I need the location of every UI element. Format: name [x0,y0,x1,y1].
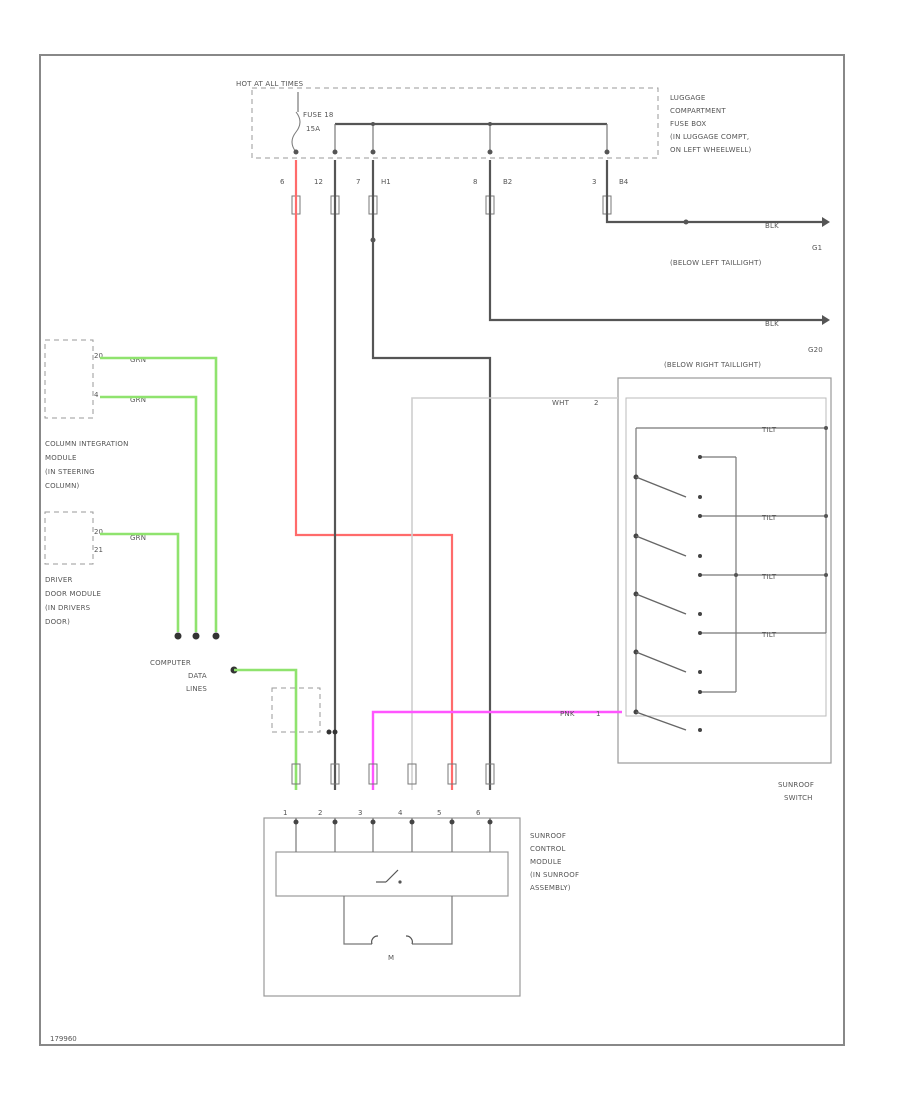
sunroof-switch: TILT TILT TILT TILT SUNROOF SWITCH [617,377,832,802]
pink-wire-pin: 1 [596,710,600,718]
motor-label: M [388,954,394,962]
cim-wire-color: GRN [130,396,146,404]
tilt-label: TILT [761,426,777,434]
green-wire-data-line [234,668,298,790]
control-module-desc-3: MODULE [530,858,562,866]
fuse-box-desc-2: COMPARTMENT [670,107,726,115]
column-integration-module: 20 4 GRN GRN COLUMN INTEGRATION MODULE (… [44,339,146,490]
green-wire-cim-4 [100,395,198,632]
data-lines-desc-3: LINES [186,685,207,693]
module-pin: 4 [398,809,403,817]
ground-g1-desc: (BELOW LEFT TAILLIGHT) [670,259,762,267]
fuse-pin-label: 7 [356,178,360,186]
fuse-pin-label: 12 [314,178,323,186]
cim-pin: 4 [94,391,99,399]
ground-arrow-icon [822,217,830,227]
control-module-desc-4: (IN SUNROOF [530,871,579,879]
control-module-desc-2: CONTROL [530,845,566,853]
control-module-outline [263,817,521,997]
cim-pin: 20 [94,352,103,360]
ground-g20-label: G20 [808,346,823,354]
cim-outline [44,339,94,419]
fuse-box-desc-3: FUSE BOX [670,120,706,128]
ddm-desc-2: DOOR MODULE [45,590,101,598]
fuse-pin-labels: 6 12 7 H1 8 B2 3 B4 [280,178,629,186]
fuse-rating: 15A [306,125,320,133]
sunroof-switch-outline [617,377,832,764]
sunroof-control-module: 1 2 3 4 5 6 M SUNROOF CONTROL MODULE (IN… [263,809,579,997]
green-wire-cim-20 [100,356,218,632]
intermediate-connector [271,687,321,733]
control-module-desc-1: SUNROOF [530,832,566,840]
green-wire-ddm-20 [100,532,180,632]
fuse-pin-label: B4 [619,178,629,186]
fuse-pin-label: 6 [280,178,285,186]
fuse-box-desc-1: LUGGAGE [670,94,705,102]
sunroof-switch-desc-1: SUNROOF [778,781,814,789]
ground-wire-g1 [605,160,822,224]
diagram-code: 179960 [50,1035,77,1043]
cim-desc-2: MODULE [45,454,77,462]
ground-g1-label: G1 [812,244,822,252]
ddm-pin: 20 [94,528,103,536]
white-wire-color: WHT [552,399,570,407]
fuse-pin-label: B2 [503,178,512,186]
data-lines-desc-1: COMPUTER [150,659,191,667]
fuse-box-outline [251,87,659,159]
control-module-inner [275,851,509,897]
internal-switch-icon [376,869,402,884]
red-wire [294,160,454,790]
module-connector-stubs [291,763,495,785]
black-wire-pin7 [371,160,492,790]
driver-door-module: 20 21 GRN DRIVER DOOR MODULE (IN DRIVERS… [44,511,146,626]
module-pin: 6 [476,809,481,817]
module-pin: 5 [437,809,441,817]
cim-desc-4: COLUMN) [45,482,80,490]
fuse-box-desc-5: ON LEFT WHEELWELL) [670,146,752,154]
tilt-label: TILT [761,514,777,522]
ddm-outline [44,511,94,565]
ground-g20-desc: (BELOW RIGHT TAILLIGHT) [664,361,761,369]
data-lines-desc-2: DATA [188,672,207,680]
ground-arrow-icon [822,315,830,325]
pink-wire [371,710,622,790]
diagram-frame [39,54,845,1046]
module-pin: 1 [283,809,287,817]
fuse-feed-label: HOT AT ALL TIMES [236,80,304,88]
ground-wire-color: BLK [765,222,779,230]
motor-icon: M [371,935,413,962]
cim-wire-color: GRN [130,356,146,364]
module-pin: 2 [318,809,322,817]
white-wire-pin: 2 [594,399,598,407]
control-module-desc-5: ASSEMBLY) [530,884,571,892]
ddm-wire-color: GRN [130,534,146,542]
ground-wire-g20 [488,160,822,322]
sunroof-switch-inner [625,397,827,717]
fuse-pin-label: 8 [473,178,477,186]
data-line-terminals [174,632,238,674]
tilt-label: TILT [761,573,777,581]
switch-contacts [633,455,702,732]
fuse-name: FUSE 18 [303,111,334,119]
pink-wire-color: PNK [560,710,575,718]
white-wire [411,397,618,790]
fuse-pin-label: H1 [381,178,391,186]
ground-wire-color: BLK [765,320,779,328]
ddm-desc-1: DRIVER [45,576,73,584]
module-pin: 3 [358,809,362,817]
cim-desc-1: COLUMN INTEGRATION [45,440,129,448]
tilt-label: TILT [761,631,777,639]
fuse-box: HOT AT ALL TIMES FUSE 18 15A LUGGAGE COM… [236,80,752,159]
cim-desc-3: (IN STEERING [45,468,95,476]
fuse-connector-stubs [291,195,612,215]
ddm-desc-3: (IN DRIVERS [45,604,91,612]
sunroof-switch-desc-2: SWITCH [784,794,813,802]
fuse-icon [291,111,301,153]
ddm-desc-4: DOOR) [45,618,70,626]
ddm-pin: 21 [94,546,103,554]
fuse-pin-label: 3 [592,178,596,186]
fuse-box-desc-4: (IN LUGGAGE COMPT, [670,133,749,141]
